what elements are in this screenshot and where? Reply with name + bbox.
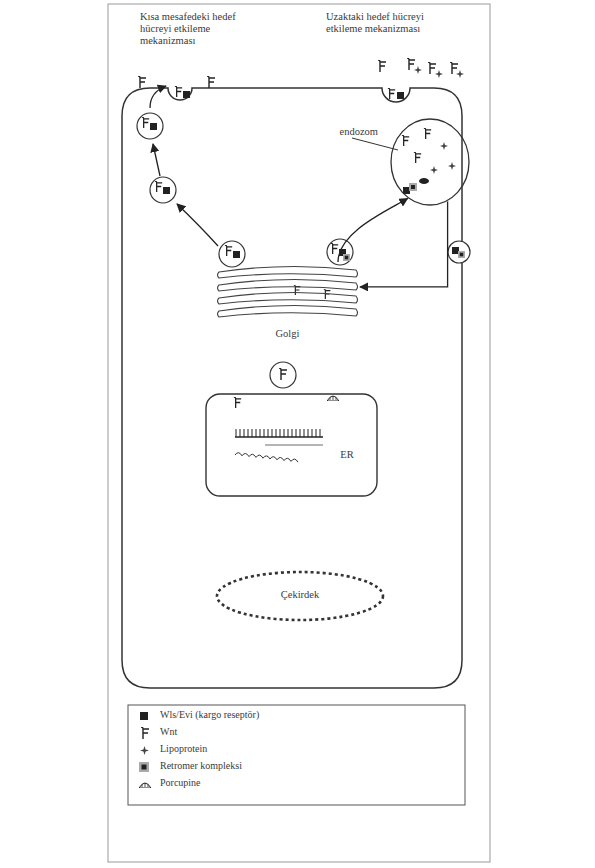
- art-use: [450, 62, 458, 74]
- art-ellipse: [419, 178, 429, 184]
- art-use: [141, 727, 149, 739]
- art-use: [183, 91, 190, 98]
- node-label: endozom: [292, 126, 378, 138]
- legend-text: Lipoprotein: [160, 743, 450, 755]
- nucleus-node: Çekirdek: [215, 570, 385, 622]
- legend-text: Wnt: [160, 726, 450, 738]
- legend-text: Retromer kompleksi: [160, 760, 450, 772]
- art-use: [448, 162, 456, 170]
- er-node: ER: [205, 393, 378, 497]
- node-shape: [205, 393, 378, 497]
- golgi-cisterna: [218, 292, 358, 304]
- legend-text: Wls/Evi (kargo reseptör): [160, 709, 450, 721]
- heading-label: Uzaktaki hedef hücreyi etkileme mekanizm…: [326, 11, 448, 35]
- art-use: [343, 254, 350, 261]
- art-use: [139, 762, 149, 772]
- secretory-vesicles: [137, 113, 470, 388]
- art-circle: [137, 113, 163, 139]
- art-use: [458, 251, 465, 258]
- art-use: [452, 247, 459, 254]
- golgi-cisterna: [218, 305, 358, 317]
- art-circle: [448, 241, 470, 263]
- art-use: [225, 245, 232, 256]
- art-use: [430, 166, 438, 174]
- art-use: [327, 396, 339, 401]
- art-use: [388, 88, 395, 99]
- art-use: [397, 92, 404, 99]
- art-use: [435, 70, 443, 78]
- art-use: [456, 70, 464, 78]
- node-label: Çekirdek: [215, 589, 385, 601]
- node-label: ER: [327, 449, 367, 461]
- art-path: [153, 144, 160, 176]
- leader-line: [352, 138, 398, 150]
- ribosome-comb: [236, 429, 320, 437]
- art-use: [234, 397, 241, 408]
- short-range-arrows: [150, 86, 218, 246]
- art-use: [140, 746, 149, 755]
- art-use: [233, 251, 240, 258]
- er-membrane: [265, 445, 323, 446]
- art-use: [150, 123, 157, 130]
- cell-membrane: [122, 88, 462, 688]
- art-circle: [270, 362, 296, 388]
- art-use: [155, 181, 162, 192]
- endosome-node: endozom: [390, 118, 470, 206]
- art-circle: [150, 177, 176, 203]
- membrane-wnt: [138, 58, 464, 99]
- vesicle-cargo: [142, 117, 465, 408]
- art-use: [440, 142, 448, 150]
- heading-label: Kısa mesafedeki hedef hücreyi etkileme m…: [140, 11, 258, 47]
- art-use: [175, 86, 182, 97]
- legend-samples: [139, 712, 151, 788]
- art-use: [139, 783, 151, 788]
- art-use: [207, 76, 215, 88]
- art-use: [424, 128, 431, 139]
- endosome-cargo: [402, 128, 456, 194]
- node-shape: [390, 118, 470, 206]
- art-path: [177, 204, 218, 246]
- mrna-strand: [235, 453, 298, 463]
- legend-text: Porcupine: [160, 777, 450, 789]
- er-outline: [206, 394, 377, 496]
- art-use: [331, 243, 338, 254]
- transport-arrow: [360, 202, 448, 287]
- art-use: [163, 187, 170, 194]
- art-circle: [219, 241, 245, 267]
- art-use: [402, 135, 409, 146]
- art-use: [414, 152, 421, 163]
- golgi-cisterna: [218, 279, 358, 291]
- art-use: [414, 66, 422, 74]
- golgi-cisterna: [218, 266, 358, 278]
- art-use: [140, 712, 148, 720]
- art-use: [407, 58, 415, 70]
- art-path: [150, 86, 166, 108]
- art-use: [403, 187, 410, 194]
- transport-arrow: [338, 198, 408, 262]
- figure-frame: [108, 4, 490, 862]
- golgi-node: Golgi: [215, 262, 360, 345]
- art-use: [428, 62, 436, 74]
- art-use: [279, 368, 287, 380]
- endosome-outline: [391, 119, 469, 205]
- art-use: [409, 183, 417, 191]
- art-use: [378, 60, 386, 72]
- node-label: Golgi: [215, 328, 360, 340]
- legend-box: [128, 705, 465, 805]
- art-use: [138, 76, 146, 88]
- art-use: [142, 117, 149, 128]
- art-circle: [327, 239, 353, 265]
